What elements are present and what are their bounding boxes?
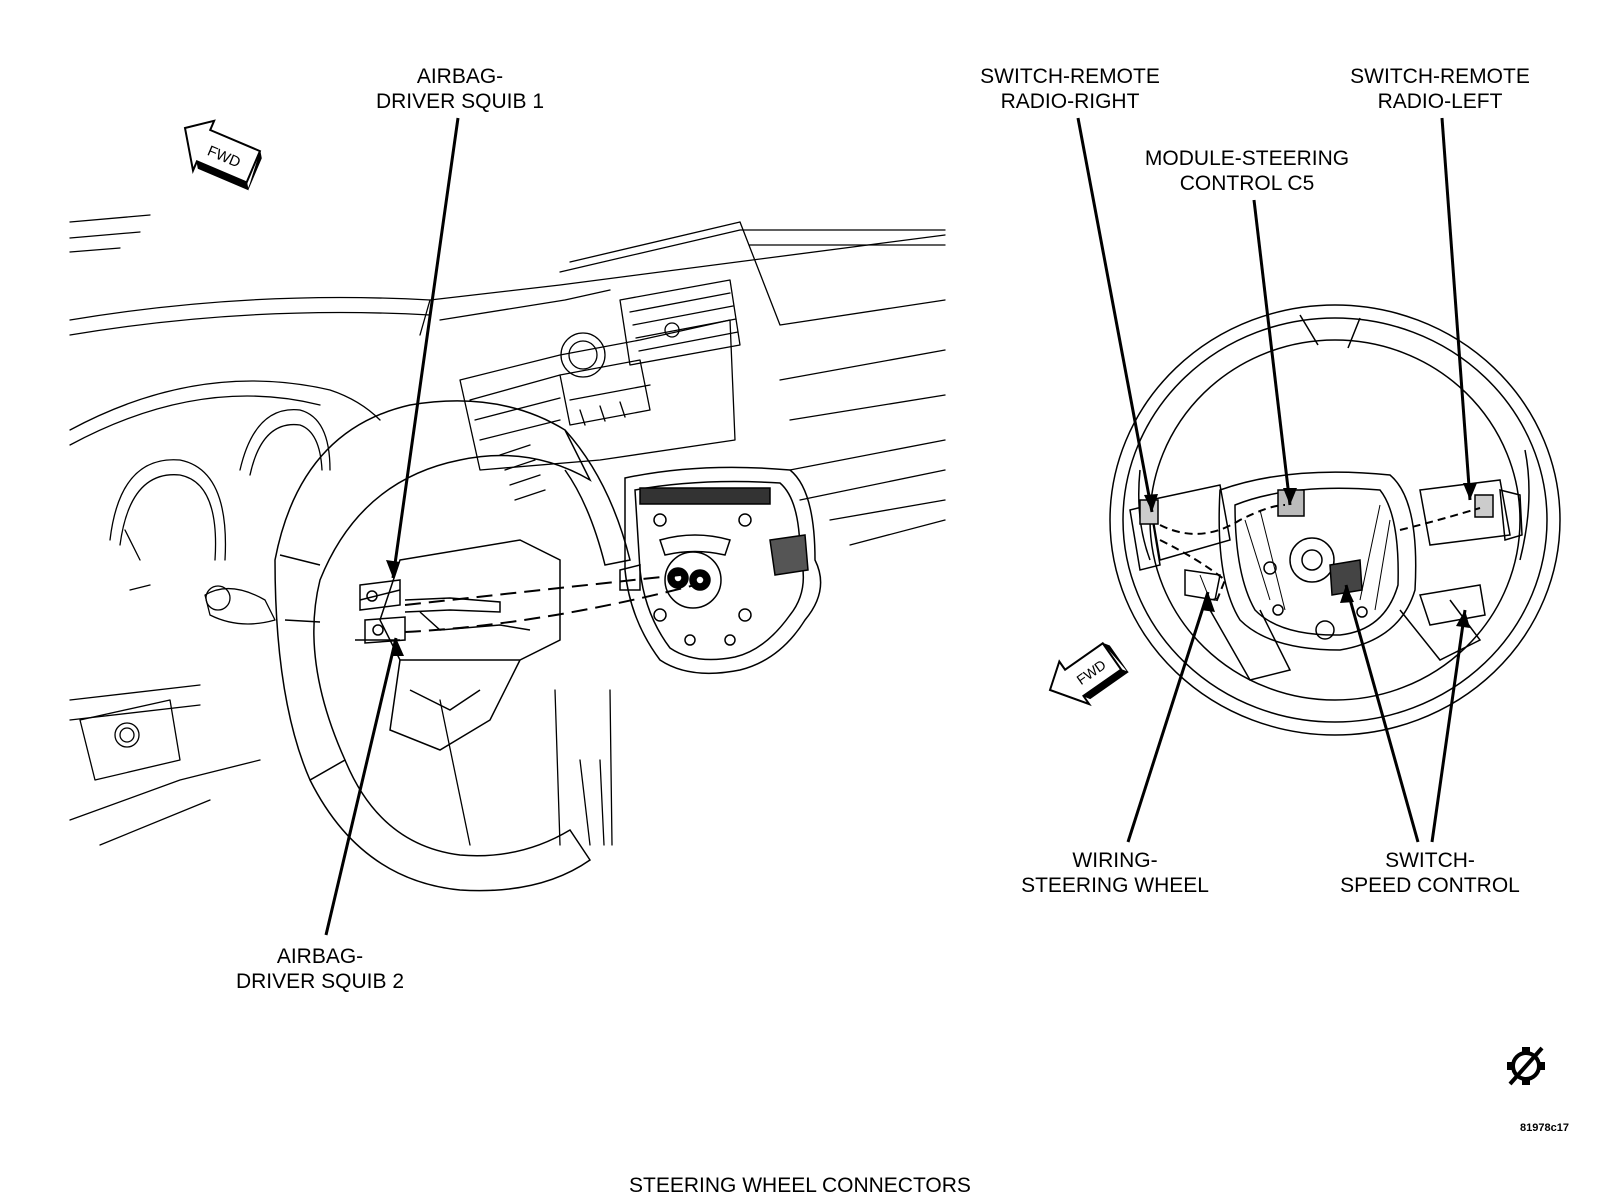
steering-wheel-rim-left — [274, 400, 631, 892]
leader-lines — [324, 117, 1472, 936]
leader-squib2 — [324, 637, 398, 936]
label-switch-speed-control: SWITCH- SPEED CONTROL — [1340, 849, 1520, 897]
steering-wheel-right — [1109, 304, 1561, 736]
leader-speed-b — [1430, 609, 1467, 843]
fwd-arrow-right-icon: FWD — [1048, 641, 1129, 707]
leader-module — [1252, 199, 1292, 506]
leader-arrowheads — [386, 483, 1477, 656]
steering-wheel-wiring-dashed — [1159, 504, 1481, 606]
squib-wires-dashed — [404, 574, 696, 633]
dashboard-illustration — [69, 214, 946, 846]
airbag-module — [619, 466, 822, 675]
leader-wiring — [1126, 591, 1210, 843]
label-switch-remote-radio-right: SWITCH-REMOTE RADIO-RIGHT — [980, 65, 1160, 113]
leader-radio-right — [1076, 117, 1154, 513]
squib-connectors — [359, 579, 531, 644]
leader-radio-left — [1440, 117, 1472, 501]
label-airbag-driver-squib-1: AIRBAG- DRIVER SQUIB 1 — [375, 65, 545, 113]
label-module-steering-control-c5: MODULE-STEERING CONTROL C5 — [1144, 147, 1350, 195]
figure-id: 81978c17 — [1520, 1122, 1569, 1134]
figure-caption: STEERING WHEEL CONNECTORS — [629, 1174, 971, 1197]
leader-squib1 — [391, 117, 460, 579]
leader-speed-a — [1344, 584, 1420, 843]
label-wiring-steering-wheel: WIRING- STEERING WHEEL — [1021, 849, 1209, 897]
label-airbag-driver-squib-2: AIRBAG- DRIVER SQUIB 2 — [235, 945, 405, 993]
no-service-icon — [1507, 1046, 1545, 1086]
label-switch-remote-radio-left: SWITCH-REMOTE RADIO-LEFT — [1350, 65, 1530, 113]
fwd-arrow-left-icon: FWD — [183, 119, 262, 191]
